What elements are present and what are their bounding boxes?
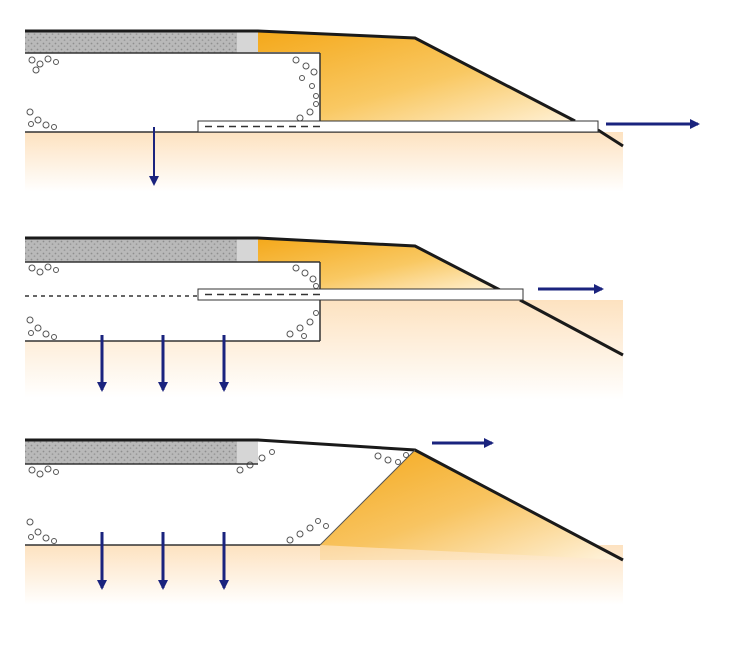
void-cavity-lower — [25, 300, 320, 341]
void-cavity — [25, 448, 415, 545]
void-cavity-upper — [25, 262, 320, 290]
embankment-fill — [320, 450, 623, 560]
sliding-plate — [197, 120, 599, 133]
gravel-symbols — [26, 449, 409, 544]
pavement-edge — [237, 440, 258, 464]
pavement-layer — [25, 238, 237, 262]
embankment-fill — [258, 31, 575, 121]
slope-toe-outline — [519, 298, 624, 357]
panel-stage-1 — [25, 29, 700, 192]
slope-toe-outline — [597, 128, 624, 148]
slope-inner-line — [319, 449, 416, 546]
panel-stage-2 — [25, 236, 624, 400]
surface-outline — [25, 29, 576, 123]
panel-stage-3 — [25, 438, 624, 605]
subsoil-slope-body — [320, 300, 623, 400]
surface-outline — [25, 236, 501, 292]
subsoil-under-slope — [320, 545, 623, 605]
pavement-edge — [237, 238, 258, 262]
gravel-symbols — [26, 263, 319, 340]
void-cavity — [25, 53, 320, 132]
sliding-plate — [197, 288, 524, 301]
pavement-layer — [25, 31, 237, 53]
pavement-layer — [25, 440, 237, 464]
embankment-fill — [258, 238, 500, 290]
subsoil — [25, 132, 623, 192]
pavement-edge — [237, 31, 258, 53]
surface-outline — [25, 438, 624, 562]
